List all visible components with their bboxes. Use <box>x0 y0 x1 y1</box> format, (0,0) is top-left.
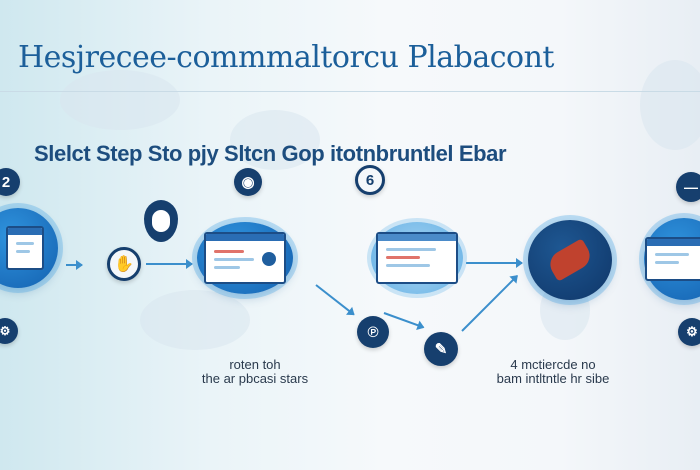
badge-icon: ◉ <box>234 168 262 196</box>
gear-icon: ⚙ <box>0 318 18 344</box>
step-badge: 6 <box>355 165 385 195</box>
caption-line: the ar pbcasi stars <box>201 371 309 386</box>
page-subtitle: Slelct Step Sto pjy Sltcn Gop itotnbrunt… <box>34 141 507 166</box>
background-shape <box>60 70 180 130</box>
step-node-editor[interactable] <box>197 222 293 294</box>
background-shape <box>230 110 320 170</box>
step-node-report[interactable] <box>371 222 463 294</box>
cursor-icon[interactable]: ℗ <box>357 316 389 348</box>
mouse-icon <box>144 200 178 242</box>
tools-icon <box>545 238 595 282</box>
caption-line: roten toh <box>229 357 281 372</box>
background-shape <box>640 60 700 150</box>
flow-arrow <box>315 284 355 316</box>
caption-line: bam intltntle hr sibe <box>496 371 610 386</box>
monitor-icon <box>645 237 700 281</box>
title-divider <box>0 91 700 92</box>
background-shape <box>140 290 250 350</box>
step-caption-left: roten toh the ar pbcasi stars <box>190 358 320 386</box>
step-node-dashboard[interactable] <box>644 218 700 300</box>
step-node-tools[interactable] <box>528 220 612 300</box>
menu-icon[interactable]: — <box>676 172 700 202</box>
monitor-icon <box>6 226 44 270</box>
step-node-monitor[interactable] <box>0 208 58 288</box>
flow-arrow <box>66 260 83 270</box>
flow-arrow <box>383 312 424 329</box>
document-icon <box>204 232 286 284</box>
flow-arrow <box>146 259 193 269</box>
flow-arrow <box>466 258 523 268</box>
flow-arrow <box>461 275 518 332</box>
step-badge-number: 6 <box>365 171 375 189</box>
pointer-icon[interactable]: ✋ <box>107 247 141 281</box>
step-caption-right: 4 mctiercde no bam intltntle hr sibe <box>488 358 618 386</box>
tools-icon[interactable]: ✎ <box>424 332 458 366</box>
document-icon <box>376 232 458 284</box>
caption-line: 4 mctiercde no <box>510 357 596 372</box>
step-badge: 2 <box>0 168 20 196</box>
page-title: Hesjrecee-commmaltorcu Plabacont <box>18 40 554 75</box>
step-badge-number: 2 <box>1 173 11 191</box>
gear-icon: ⚙ <box>678 318 700 346</box>
